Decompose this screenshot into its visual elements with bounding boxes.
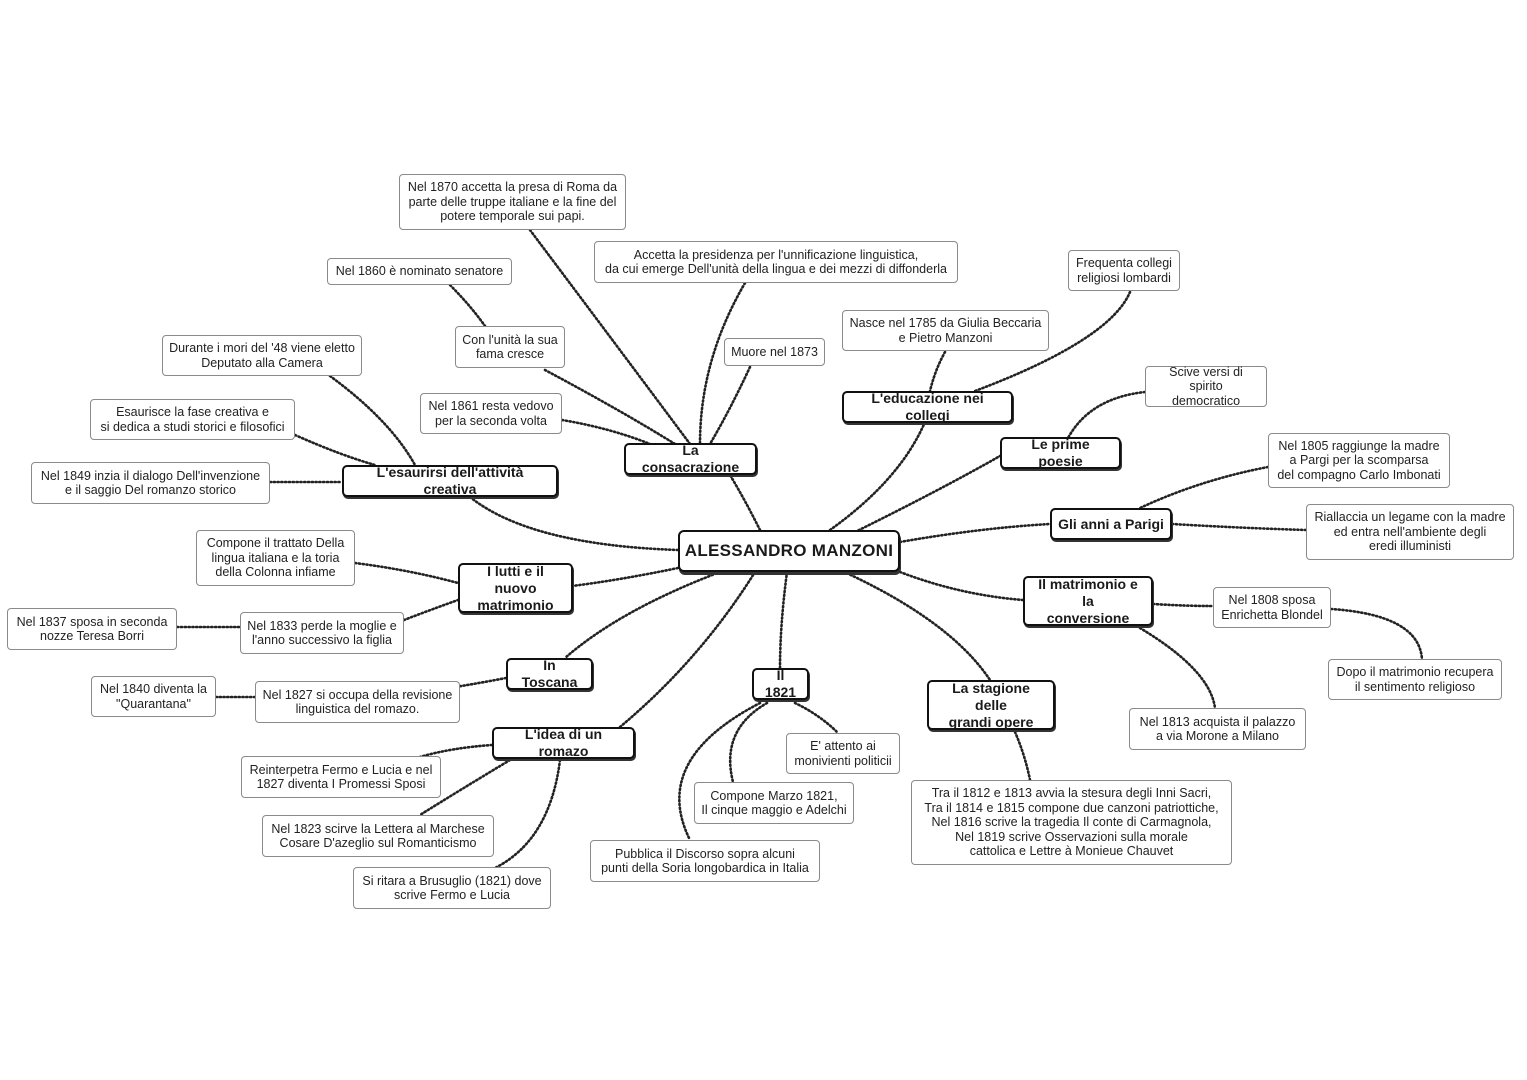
link-esaurisce — [293, 433, 377, 467]
leaf-teresa-borri: Nel 1837 sposa in seconda nozze Teresa B… — [7, 608, 177, 650]
link-discorso — [678, 701, 762, 842]
branch-prime-poesie: Le prime poesie — [1000, 436, 1121, 469]
link-deputato — [328, 374, 417, 467]
link-inni — [1013, 730, 1032, 782]
branch-educazione-collegi: L'educazione nei collegi — [842, 390, 1013, 423]
branch-1821: Il 1821 — [752, 667, 809, 700]
leaf-muore-1873: Muore nel 1873 — [724, 338, 825, 366]
link-reinterpetra — [418, 743, 494, 759]
link-root-consacrazione — [728, 473, 762, 532]
leaf-marzo-1821: Compone Marzo 1821, Il cinque maggio e A… — [694, 782, 854, 824]
link-sposa-1808 — [1151, 602, 1215, 608]
link-senatore — [448, 283, 487, 328]
leaf-dialogo-invenzione: Nel 1849 inzia il dialogo Dell'invenzion… — [31, 462, 270, 504]
link-palazzo — [1138, 626, 1217, 710]
link-fama — [543, 368, 677, 446]
leaf-revisione-linguistica: Nel 1827 si occupa della revisione lingu… — [255, 681, 460, 723]
leaf-sposa-1808: Nel 1808 sposa Enrichetta Blondel — [1213, 587, 1331, 628]
link-muore — [708, 365, 752, 446]
link-root-educazione — [828, 420, 927, 532]
link-root-matrimonio — [898, 570, 1025, 602]
leaf-brusuglio: Si ritara a Brusuglio (1821) dove scrive… — [353, 867, 551, 909]
leaf-promessi-sposi: Reinterpetra Fermo e Lucia e nel 1827 di… — [241, 756, 441, 798]
leaf-presidenza-unificazione: Accetta la presidenza per l'unnificazion… — [594, 241, 958, 283]
link-versi — [1066, 390, 1147, 440]
leaf-morte-moglie-figlia: Nel 1833 perde la moglie e l'anno succes… — [240, 612, 404, 654]
leaf-vedovo-1861: Nel 1861 resta vedovo per la seconda vol… — [420, 393, 562, 434]
link-revisione — [453, 676, 508, 689]
link-root-esaurirsi — [468, 495, 680, 552]
link-root-prime-poesie — [853, 454, 1002, 534]
leaf-collegi-religiosi: Frequenta collegi religiosi lombardi — [1068, 250, 1180, 291]
root-node-alessandro-manzoni: ALESSANDRO MANZONI — [678, 530, 900, 572]
leaf-palazzo-morone: Nel 1813 acquista il palazzo a via Moron… — [1129, 708, 1306, 750]
link-nasce — [928, 350, 947, 393]
leaf-fama-cresce: Con l'unità la sua fama cresce — [455, 326, 565, 368]
branch-idea-romanzo: L'idea di un romazo — [492, 726, 635, 759]
link-root-1821 — [778, 570, 789, 670]
link-lettera — [418, 758, 512, 817]
link-root-parigi — [898, 522, 1052, 544]
branch-esaurirsi-attivita: L'esaurirsi dell'attività creativa — [342, 464, 558, 497]
link-roma — [528, 228, 692, 446]
branch-stagione-grandi-opere: La stagione delle grandi opere — [927, 680, 1055, 730]
leaf-moti-politici: E' attento ai monivienti politicii — [786, 733, 900, 774]
leaf-quarantana: Nel 1840 diventa la "Quarantana" — [91, 676, 216, 717]
leaf-madre-parigi: Nel 1805 raggiunge la madre a Pargi per … — [1268, 433, 1450, 488]
link-root-lutti — [570, 566, 680, 588]
leaf-sentimento-religioso: Dopo il matrimonio recupera il sentiment… — [1328, 659, 1502, 700]
leaf-senatore-1860: Nel 1860 è nominato senatore — [327, 258, 512, 285]
leaf-fase-creativa: Esaurisce la fase creativa e si dedica a… — [90, 399, 295, 440]
leaf-legame-madre: Riallaccia un legame con la madre ed ent… — [1306, 504, 1514, 560]
leaf-lettera-dazeglio: Nel 1823 scirve la Lettera al Marchese C… — [262, 815, 494, 857]
leaf-deputato-camera: Durante i mori del '48 viene eletto Depu… — [162, 335, 362, 376]
link-brusuglio — [493, 758, 562, 870]
leaf-presa-di-roma: Nel 1870 accetta la presa di Roma da par… — [399, 174, 626, 230]
link-root-toscana — [563, 570, 722, 660]
branch-lutti-nuovo-matrimonio: I lutti e il nuovo matrimonio — [458, 563, 573, 613]
link-perde — [402, 598, 460, 622]
leaf-grandi-opere: Tra il 1812 e 1813 avvia la stesura degl… — [911, 780, 1232, 865]
leaf-nascita: Nasce nel 1785 da Giulia Beccaria e Piet… — [842, 310, 1049, 351]
leaf-discorso: Pubblica il Discorso sopra alcuni punti … — [590, 840, 820, 882]
link-collegi — [973, 290, 1132, 393]
link-root-idea — [618, 570, 757, 729]
link-marzo — [728, 701, 769, 784]
link-trattato — [353, 561, 460, 585]
branch-matrimonio-conversione: Il matrimonio e la conversione — [1023, 576, 1153, 626]
branch-toscana: In Toscana — [506, 657, 593, 690]
link-attento — [793, 701, 840, 735]
link-root-stagione — [838, 568, 992, 682]
leaf-trattato-lingua: Compone il trattato Della lingua italian… — [196, 530, 355, 586]
leaf-versi-democratici: Scive versi di spirito democratico — [1145, 365, 1267, 408]
link-vedovo — [560, 418, 652, 446]
branch-anni-parigi: Gli anni a Parigi — [1050, 508, 1172, 540]
link-sentimento — [1329, 607, 1424, 662]
link-presidenza — [698, 281, 747, 446]
branch-consacrazione: La consacrazione — [624, 442, 757, 475]
link-madre-parigi — [1138, 465, 1270, 510]
link-legame — [1170, 522, 1308, 532]
